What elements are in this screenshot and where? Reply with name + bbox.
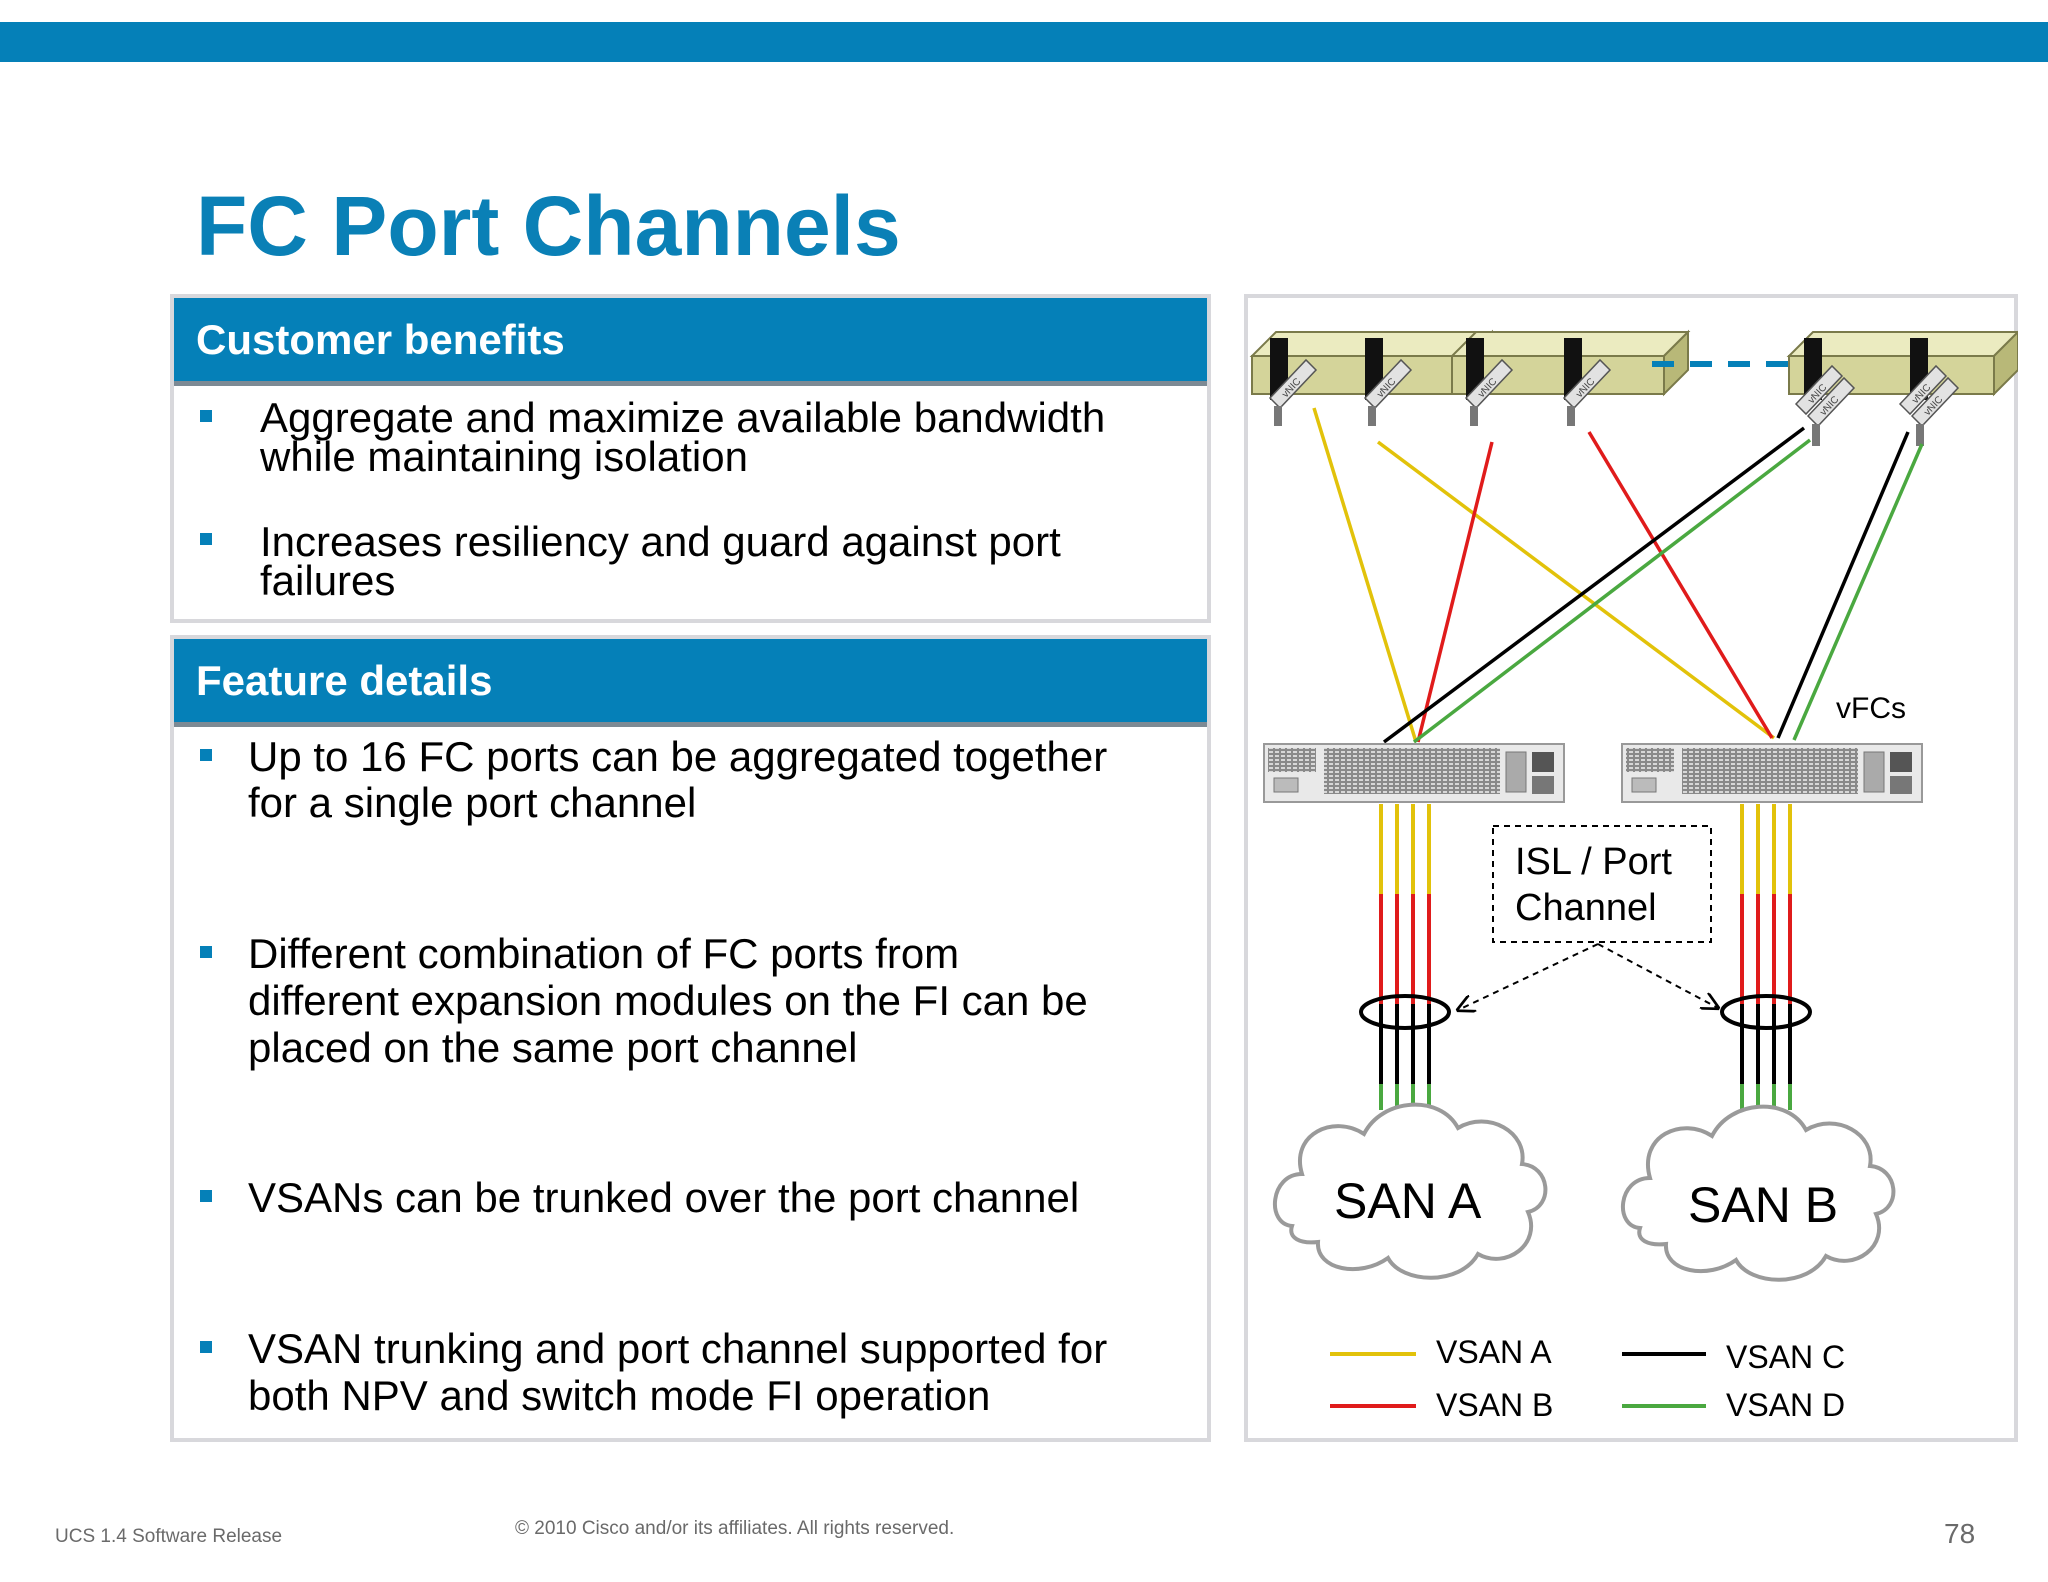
benefit-item-2-line-1: Increases resiliency and guard against p… [260, 518, 1061, 565]
customer-benefits-panel: Customer benefits Aggregate and maximize… [170, 294, 1211, 623]
page-title: FC Port Channels [196, 179, 901, 273]
isl-callout-line-1: ISL / Port [1515, 841, 1672, 883]
uplink-vsan-b [1587, 431, 1774, 739]
vnic-cards [1268, 358, 1960, 428]
port-channel-a-links [1379, 804, 1431, 1110]
uplink-vsan-c [1776, 431, 1910, 739]
fabric-interconnect-a [1263, 743, 1565, 803]
bullet-marker [200, 946, 212, 958]
isl-arrow-left [1458, 943, 1599, 1010]
legend-label-vsan-d: VSAN D [1726, 1387, 1845, 1423]
feature-item-3-line-1: VSANs can be trunked over the port chann… [248, 1174, 1080, 1221]
bullet-marker [200, 1190, 212, 1202]
bullet-marker [200, 533, 212, 545]
uplink-vsan-a [1376, 440, 1776, 740]
feature-item-4-line-1: VSAN trunking and port channel supported… [248, 1325, 1108, 1372]
uplink-vsan-a [1312, 407, 1418, 743]
footer-release: UCS 1.4 Software Release [55, 1526, 283, 1547]
feature-details-panel: Feature details Up to 16 FC ports can be… [170, 635, 1211, 1442]
bullet-marker [200, 410, 212, 422]
port-channel-a-ring [1359, 994, 1451, 1030]
port-channel-diagram: vNIC vNIC vNIC vNIC vNIC vNIC vNIC vNIC … [1244, 294, 2018, 1442]
footer-copyright: © 2010 Cisco and/or its affiliates. All … [515, 1518, 955, 1539]
san-a-cloud [1272, 1102, 1548, 1280]
feature-item-1-line-2: for a single port channel [248, 779, 697, 826]
bullet-marker [200, 1341, 212, 1353]
vfcs-label: vFCs [1836, 692, 1906, 725]
feature-item-1-line-1: Up to 16 FC ports can be aggregated toge… [248, 733, 1108, 780]
isl-arrow-right [1597, 943, 1718, 1008]
port-channel-b-ring [1720, 994, 1812, 1030]
uplink-vsan-c [1382, 426, 1806, 744]
legend-label-vsan-b: VSAN B [1436, 1387, 1553, 1423]
legend-label-vsan-c: VSAN C [1726, 1339, 1845, 1375]
isl-callout-box [1492, 825, 1712, 943]
uplink-vsan-d [1792, 443, 1924, 741]
uplink-vsan-d [1412, 438, 1812, 744]
uplink-vsan-b [1416, 441, 1494, 743]
legend-label-vsan-a: VSAN A [1436, 1334, 1552, 1370]
feature-item-2-line-2: different expansion modules on the FI ca… [248, 977, 1088, 1024]
port-channel-b-links [1740, 804, 1792, 1110]
san-b-label: SAN B [1688, 1177, 1838, 1233]
benefit-item-1-line-2: while maintaining isolation [260, 433, 748, 480]
san-b-cloud [1620, 1104, 1896, 1282]
san-a-label: SAN A [1334, 1173, 1482, 1229]
feature-details-header: Feature details [174, 639, 1207, 727]
feature-item-4-line-2: both NPV and switch mode FI operation [248, 1372, 991, 1419]
feature-item-2-line-3: placed on the same port channel [248, 1024, 858, 1071]
page-number: 78 [1944, 1518, 1976, 1549]
top-banner [0, 22, 2048, 62]
bullet-marker [200, 749, 212, 761]
isl-callout-line-2: Channel [1515, 887, 1657, 929]
benefit-item-2-line-2: failures [260, 557, 396, 604]
benefit-item-1-line-1: Aggregate and maximize available bandwid… [260, 394, 1106, 441]
legend: VSAN A VSAN B VSAN C VSAN D [1330, 1334, 1845, 1423]
uplink-lines [1312, 407, 1924, 744]
fabric-interconnect-b [1621, 743, 1923, 803]
customer-benefits-header: Customer benefits [174, 298, 1207, 386]
feature-item-2-line-1: Different combination of FC ports from [248, 930, 960, 977]
vnic-connectors [1274, 406, 1924, 446]
